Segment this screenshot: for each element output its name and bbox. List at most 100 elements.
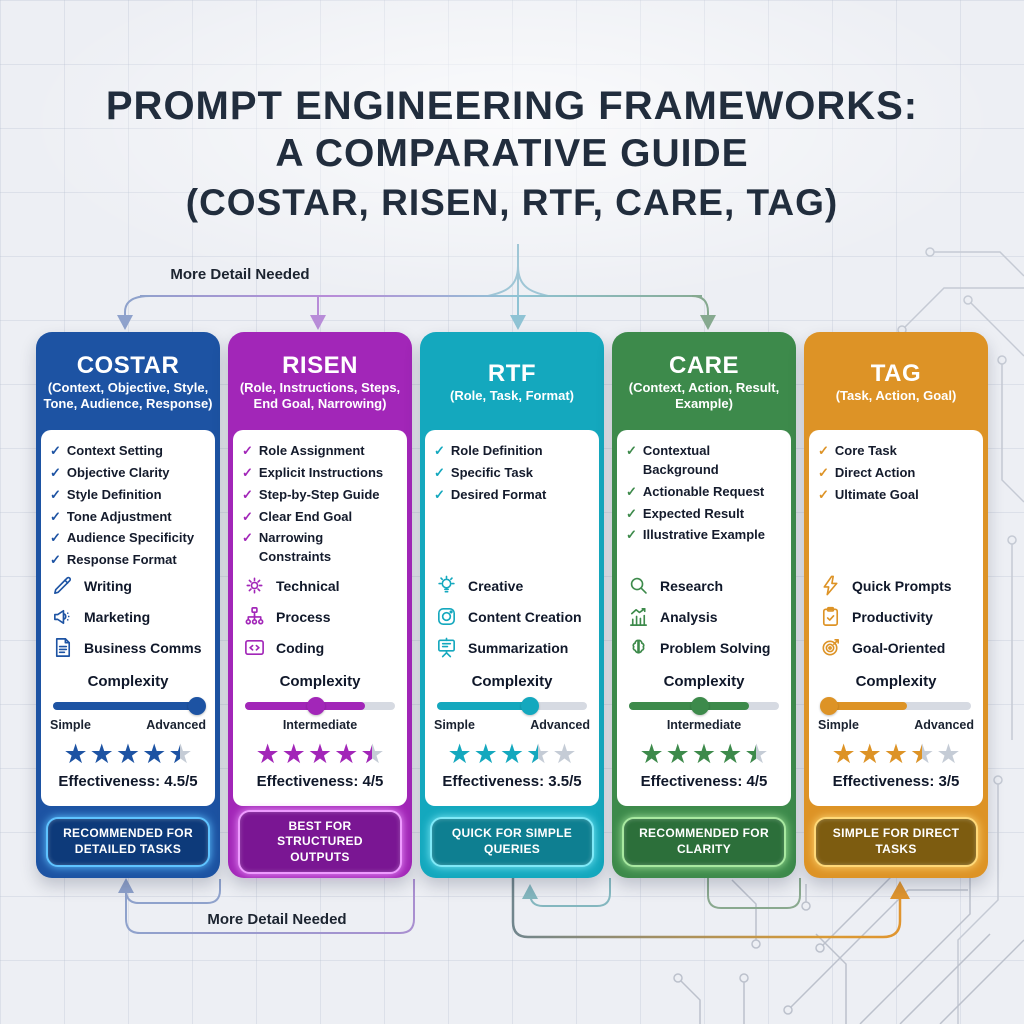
use-case-row: Marketing bbox=[50, 601, 206, 632]
column-card-rtf: RTF(Role, Task, Format)✓Role Definition✓… bbox=[420, 332, 604, 878]
page-title: PROMPT ENGINEERING FRAMEWORKS: A COMPARA… bbox=[0, 82, 1024, 227]
checklist-item: ✓Narrowing Constraints bbox=[242, 529, 398, 567]
star-rating: ★★★★★★ bbox=[626, 741, 782, 768]
checklist-item: ✓Audience Specificity bbox=[50, 529, 206, 548]
star-full: ★ bbox=[334, 739, 359, 769]
magnifier-icon bbox=[626, 574, 650, 598]
framework-badge: RECOMMENDED FOR DETAILED TASKS bbox=[46, 817, 210, 867]
scale-label: Advanced bbox=[914, 718, 974, 732]
complexity-slider bbox=[629, 697, 779, 715]
use-case-label: Research bbox=[660, 577, 724, 594]
checklist-label: Expected Result bbox=[642, 505, 745, 521]
checklist-label: Role Assignment bbox=[258, 443, 365, 458]
column-title: CARE bbox=[668, 352, 739, 380]
column-footer: RECOMMENDED FOR DETAILED TASKS bbox=[36, 806, 220, 878]
use-case-row: Research bbox=[626, 570, 782, 601]
star-rating: ★★★★★★ bbox=[50, 741, 206, 768]
complexity-slider bbox=[53, 697, 206, 715]
framework-badge: RECOMMENDED FOR CLARITY bbox=[622, 817, 786, 867]
check-icon: ✓ bbox=[626, 505, 637, 521]
check-icon: ✓ bbox=[242, 486, 253, 502]
column-card-costar: COSTAR(Context, Objective, Style, Tone, … bbox=[36, 332, 220, 878]
star-half-fill: ★ bbox=[168, 741, 180, 768]
star-half: ★★ bbox=[910, 739, 935, 769]
column-header: COSTAR(Context, Objective, Style, Tone, … bbox=[36, 332, 220, 430]
checklist-label: Tone Adjustment bbox=[66, 508, 172, 524]
checklist-label: Desired Format bbox=[450, 486, 547, 502]
use-case-row: Productivity bbox=[818, 601, 974, 632]
column-card-care: CARE(Context, Action, Result, Example) ✓ C… bbox=[612, 332, 796, 878]
star-full: ★ bbox=[63, 739, 88, 769]
checklist-item: ✓Tone Adjustment bbox=[50, 508, 206, 527]
check-icon: ✓ bbox=[818, 464, 829, 480]
star-half: ★★ bbox=[360, 739, 385, 769]
use-case-row: Problem Solving bbox=[626, 632, 782, 663]
check-icon: ✓ bbox=[50, 486, 61, 502]
checklist-item: ✓Direct Action bbox=[818, 464, 974, 483]
slider-knob bbox=[521, 697, 539, 715]
use-case-label: Marketing bbox=[84, 608, 151, 625]
column-subtitle: (Role, Task, Format) bbox=[449, 387, 574, 403]
framework-columns: COSTAR(Context, Objective, Style, Tone, … bbox=[36, 332, 988, 878]
star-rating: ★★★★★★ bbox=[242, 741, 398, 768]
column-body: ✓Contextual Background✓Actionable Reques… bbox=[617, 430, 791, 806]
checklist-item: ✓Core Task bbox=[818, 442, 974, 461]
column-title: TAG bbox=[870, 359, 922, 387]
star-full: ★ bbox=[857, 739, 882, 769]
star-full: ★ bbox=[639, 739, 664, 769]
use-case-row: Analysis bbox=[626, 601, 782, 632]
presentation-icon bbox=[434, 636, 458, 660]
checklist-item: ✓Specific Task bbox=[434, 464, 590, 483]
check-icon: ✓ bbox=[626, 443, 637, 458]
effectiveness-text: Effectiveness: 4/5 bbox=[256, 773, 384, 790]
use-case-row: Quick Prompts bbox=[818, 570, 974, 601]
star-full: ★ bbox=[665, 739, 690, 769]
column-subtitle: (Context, Action, Result, Example) bbox=[628, 380, 780, 411]
flow-label-top: More Detail Needed bbox=[170, 266, 310, 283]
column-footer: RECOMMENDED FOR CLARITY bbox=[612, 806, 796, 878]
column-title: COSTAR bbox=[76, 352, 180, 380]
pencil-icon bbox=[50, 574, 74, 598]
star-rating: ★★★★★★ bbox=[818, 741, 974, 768]
star-empty: ★ bbox=[936, 739, 961, 769]
column-title: RTF bbox=[487, 359, 537, 387]
checklist-item: ✓ Expected Result bbox=[626, 505, 782, 524]
star-half-fill: ★ bbox=[526, 741, 538, 768]
slider-fill bbox=[629, 702, 749, 710]
slider-knob bbox=[188, 697, 206, 715]
checklist-item: ✓Objective Clarity bbox=[50, 464, 206, 483]
check-icon: ✓ bbox=[626, 527, 637, 543]
checklist-label: Illustrative Example bbox=[642, 527, 766, 543]
checklist-item: ✓Context Setting bbox=[50, 442, 206, 461]
checklist-item: ✓ Contextual Background bbox=[626, 442, 782, 480]
checklist-label: Contextual Background bbox=[642, 443, 719, 477]
use-case-label: Analysis bbox=[660, 608, 718, 625]
check-icon: ✓ bbox=[242, 443, 253, 458]
framework-badge: QUICK FOR SIMPLE QUERIES bbox=[430, 817, 594, 867]
column-header: CARE(Context, Action, Result, Example) bbox=[612, 332, 796, 430]
checklist-item: ✓Explicit Instructions bbox=[242, 464, 398, 483]
use-case-label: Creative bbox=[468, 577, 524, 594]
slider-knob bbox=[306, 697, 325, 715]
effectiveness-text: Effectiveness: 3.5/5 bbox=[442, 773, 582, 790]
complexity-slider bbox=[245, 697, 395, 715]
checklist-label: Explicit Instructions bbox=[258, 464, 384, 480]
checklist-item: ✓Clear End Goal bbox=[242, 508, 398, 527]
check-icon: ✓ bbox=[50, 530, 61, 546]
scale-label: Simple bbox=[818, 718, 859, 732]
scale-label: Simple bbox=[50, 718, 91, 732]
slider-scale-labels: Intermediate bbox=[626, 718, 782, 732]
use-case-row: Writing bbox=[50, 570, 206, 601]
slider-scale-labels: Simple Advanced bbox=[818, 718, 974, 732]
use-case-row: Process bbox=[242, 601, 398, 632]
document-icon bbox=[50, 636, 74, 660]
complexity-title: Complexity bbox=[471, 673, 553, 690]
use-case-row: Summarization bbox=[434, 632, 590, 663]
complexity-title: Complexity bbox=[663, 673, 745, 690]
checklist-label: Context Setting bbox=[66, 443, 163, 458]
use-case-label: Coding bbox=[276, 639, 325, 656]
